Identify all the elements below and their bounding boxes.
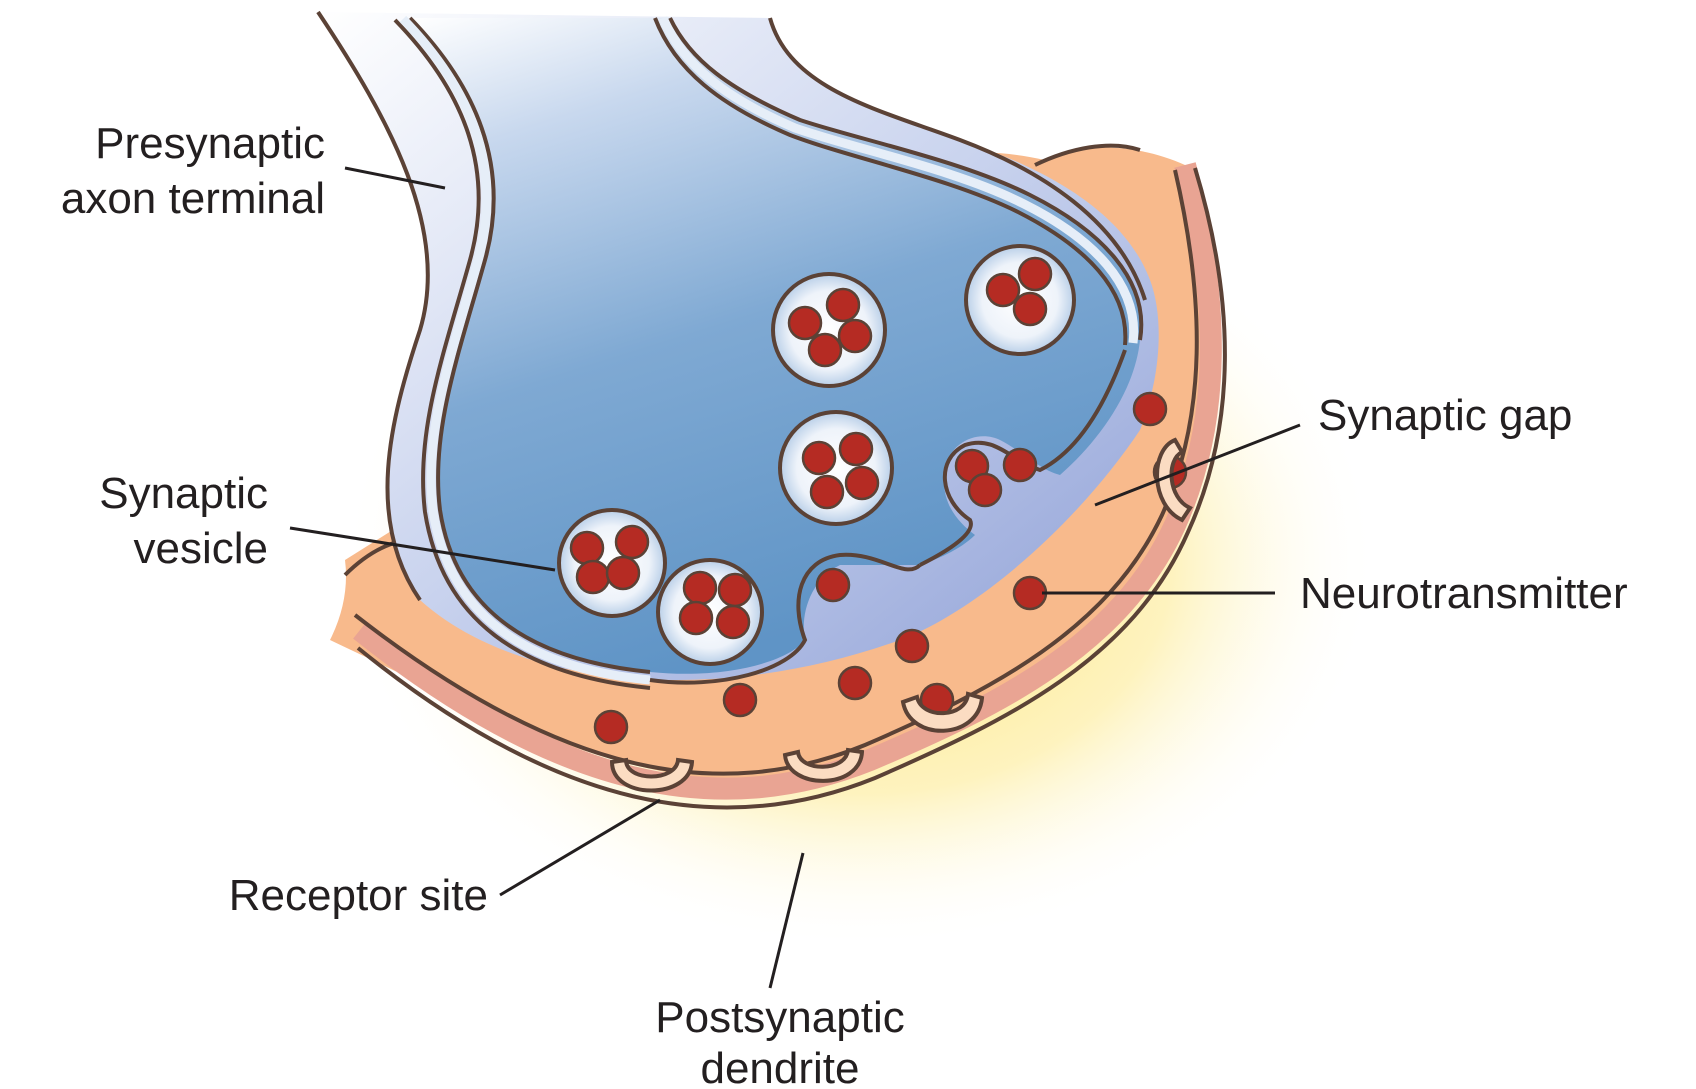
label-presynaptic-line2: axon terminal xyxy=(61,174,325,223)
neurotransmitter-molecule xyxy=(803,442,835,474)
neurotransmitter-molecule xyxy=(719,574,751,606)
neurotransmitter-molecule xyxy=(1014,293,1046,325)
neurotransmitter-molecule xyxy=(817,569,849,601)
neurotransmitter-molecule xyxy=(1019,258,1051,290)
label-presynaptic-line1: Presynaptic xyxy=(95,119,325,168)
neurotransmitter-molecule xyxy=(839,320,871,352)
neurotransmitter-molecule xyxy=(1014,577,1046,609)
label-postsynaptic-line1: Postsynaptic xyxy=(655,993,904,1042)
neurotransmitter-molecule xyxy=(616,526,648,558)
label-receptor-site: Receptor site xyxy=(229,871,488,920)
label-synaptic-vesicle-line1: Synaptic xyxy=(99,469,268,518)
neurotransmitter-molecule xyxy=(680,602,712,634)
label-neurotransmitter: Neurotransmitter xyxy=(1300,569,1628,618)
neurotransmitter-molecule xyxy=(1004,449,1036,481)
neurotransmitter-molecule xyxy=(987,274,1019,306)
neurotransmitter-molecule xyxy=(969,474,1001,506)
synaptic-vesicle xyxy=(780,412,892,524)
label-postsynaptic-line2: dendrite xyxy=(700,1044,859,1089)
neurotransmitter-molecule xyxy=(607,557,639,589)
neurotransmitter-molecule xyxy=(577,561,609,593)
neurotransmitter-molecule xyxy=(846,467,878,499)
neurotransmitter-molecule xyxy=(827,289,859,321)
neurotransmitter-molecule xyxy=(896,630,928,662)
neurotransmitter-molecule xyxy=(840,433,872,465)
label-synaptic-vesicle-line2: vesicle xyxy=(134,524,269,573)
neurotransmitter-molecule xyxy=(789,307,821,339)
neurotransmitter-molecule xyxy=(717,606,749,638)
neurotransmitter-molecule xyxy=(595,711,627,743)
neurotransmitter-molecule xyxy=(809,334,841,366)
neurotransmitter-molecule xyxy=(811,476,843,508)
neurotransmitter-molecule xyxy=(724,684,756,716)
label-synaptic-gap: Synaptic gap xyxy=(1318,391,1572,440)
neurotransmitter-molecule xyxy=(839,667,871,699)
neurotransmitter-molecule xyxy=(571,532,603,564)
neurotransmitter-molecule xyxy=(684,572,716,604)
neurotransmitter-molecule xyxy=(1134,393,1166,425)
